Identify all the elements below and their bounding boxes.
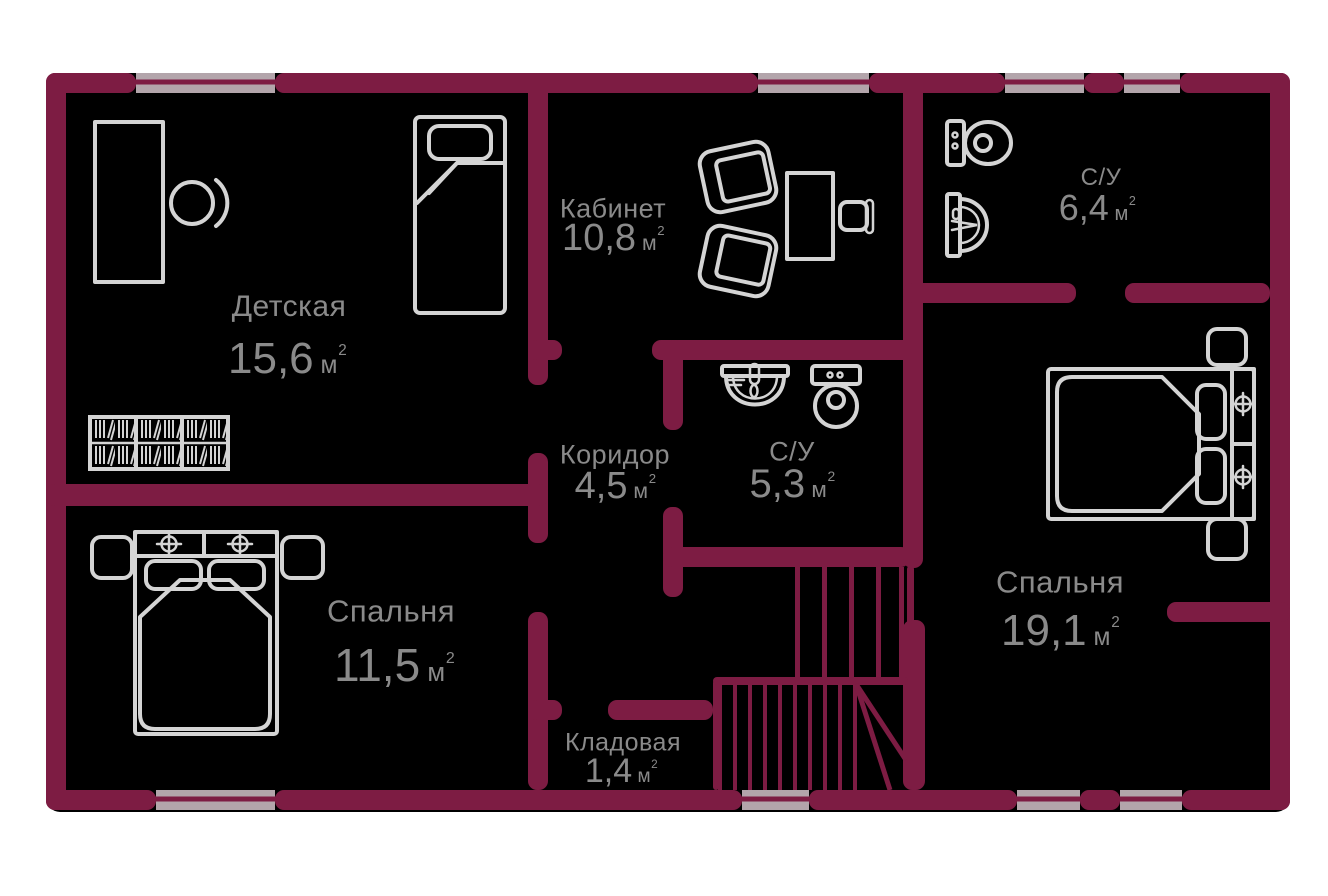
floor-area <box>46 73 1290 812</box>
sink-icon <box>720 362 790 407</box>
window-icon <box>1009 790 1088 810</box>
window-icon <box>1116 73 1188 93</box>
nightstand-icon <box>1206 327 1248 367</box>
walls-layer <box>46 73 1290 810</box>
armchair-icon <box>697 223 779 299</box>
nightstand-icon <box>90 535 134 580</box>
room-label-su-53: С/У <box>769 436 815 467</box>
room-label-kladovaya: Кладовая <box>565 728 681 757</box>
area-value: 4,5 <box>574 465 628 507</box>
window-icon <box>997 73 1092 93</box>
staircase-icon <box>713 567 909 791</box>
area-value: 6,4 <box>1058 187 1109 228</box>
room-spalnya191-furniture <box>1046 327 1256 561</box>
room-label-koridor: Коридор <box>559 439 671 470</box>
room-label-su-64: С/У <box>1080 164 1122 191</box>
area-value: 19,1 <box>1001 606 1087 655</box>
area-unit: м2 <box>427 649 455 687</box>
office-chair-icon <box>838 198 875 235</box>
bookshelf-icon <box>88 415 230 471</box>
room-spalnya115-furniture <box>90 530 325 736</box>
area-unit: м2 <box>641 222 665 255</box>
chair-icon <box>169 178 230 228</box>
area-value: 15,6 <box>228 334 314 383</box>
area-value: 11,5 <box>334 639 421 691</box>
area-value: 10,8 <box>562 217 637 259</box>
area-unit: м2 <box>637 757 658 787</box>
room-label-spalnya-191: Спальня <box>995 564 1125 600</box>
desk-icon <box>93 120 165 284</box>
nightstand-icon <box>280 535 325 580</box>
window-icon <box>128 73 283 93</box>
sink-icon <box>945 192 989 258</box>
area-unit: м2 <box>320 342 347 379</box>
double-bed-icon <box>133 530 279 736</box>
area-unit: м2 <box>1093 614 1120 651</box>
room-su64-fixtures <box>945 119 1013 258</box>
window-icon <box>734 790 817 810</box>
single-bed-icon <box>413 115 507 315</box>
windows-layer <box>128 73 1190 810</box>
window-icon <box>148 790 283 810</box>
room-kabinet-furniture <box>697 139 875 299</box>
window-icon <box>1112 790 1190 810</box>
toilet-icon <box>810 364 862 429</box>
area-unit: м2 <box>633 470 657 503</box>
office-desk-icon <box>785 171 835 261</box>
area-value: 1,4 <box>584 752 633 790</box>
double-bed-icon <box>1046 367 1256 521</box>
room-su53-fixtures <box>720 362 862 429</box>
area-value: 5,3 <box>749 462 806 506</box>
area-unit: м2 <box>1114 194 1136 225</box>
window-icon <box>750 73 877 93</box>
room-label-kabinet: Кабинет <box>559 193 667 224</box>
room-label-spalnya-115: Спальня <box>326 593 456 629</box>
toilet-icon <box>945 119 1013 167</box>
area-unit: м2 <box>811 467 836 502</box>
room-detskaya-furniture <box>88 115 507 471</box>
armchair-icon <box>697 139 779 215</box>
room-label-detskaya: Детская <box>231 290 347 323</box>
